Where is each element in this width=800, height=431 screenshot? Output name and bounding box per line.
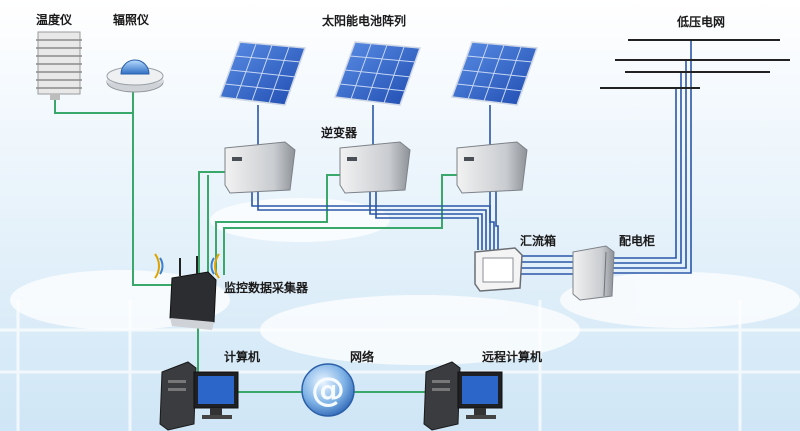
thermometer-shelter-icon bbox=[36, 31, 82, 100]
tile-grid-decoration bbox=[0, 300, 800, 431]
combiner-box-label: 汇流箱 bbox=[520, 234, 557, 248]
signal-lines bbox=[54, 90, 457, 395]
thermometer-label: 温度仪 bbox=[36, 13, 73, 27]
network-label: 网络 bbox=[350, 350, 375, 364]
svg-text:@: @ bbox=[311, 370, 345, 410]
computer-label: 计算机 bbox=[224, 350, 261, 364]
data-collector-label: 监控数据采集器 bbox=[224, 281, 309, 295]
irradiance-meter-label: 辐照仪 bbox=[113, 13, 150, 27]
distribution-cabinet-label: 配电柜 bbox=[619, 234, 656, 248]
inverter-3 bbox=[456, 141, 528, 194]
power-lines bbox=[251, 40, 692, 275]
inverter-1 bbox=[224, 141, 296, 194]
remote-computer-icon bbox=[423, 361, 503, 431]
solar-array-label: 太阳能电池阵列 bbox=[322, 14, 407, 28]
low-voltage-grid-label: 低压电网 bbox=[677, 15, 726, 29]
solar-panel-1 bbox=[218, 41, 307, 106]
data-collector-icon bbox=[169, 256, 217, 330]
inverter-2 bbox=[339, 141, 411, 194]
distribution-cabinet-icon bbox=[572, 245, 615, 301]
computer-icon bbox=[159, 361, 239, 431]
network-globe-icon: @ bbox=[301, 363, 355, 417]
wifi-signal-icon bbox=[154, 253, 220, 279]
solar-panel-2 bbox=[333, 41, 422, 106]
irradiance-meter-icon bbox=[106, 59, 164, 93]
low-voltage-grid-wires bbox=[600, 39, 790, 89]
remote-computer-label: 远程计算机 bbox=[482, 350, 543, 364]
combiner-box-icon bbox=[474, 247, 523, 292]
inverter-label: 逆变器 bbox=[321, 126, 358, 140]
solar-panel-3 bbox=[450, 41, 539, 106]
